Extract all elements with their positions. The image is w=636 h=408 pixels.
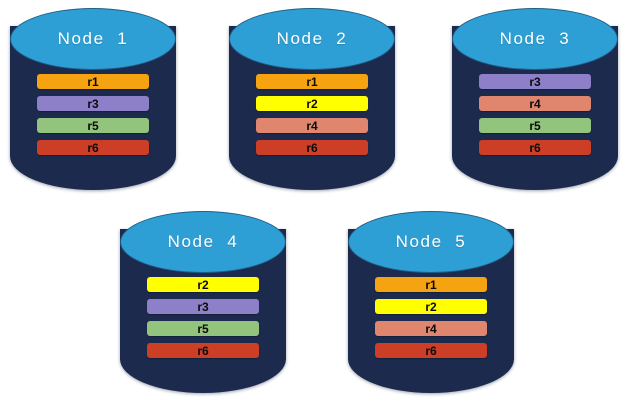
replica-bar[interactable]: r6 — [37, 140, 149, 155]
replica-bar[interactable]: r2 — [256, 96, 368, 111]
replica-bar[interactable]: r4 — [256, 118, 368, 133]
replica-bar[interactable]: r4 — [479, 96, 591, 111]
replica-bar[interactable]: r3 — [37, 96, 149, 111]
database-node-4[interactable]: r2 r3 r5 r6 Node 4 — [120, 211, 286, 393]
replica-list: r1 r3 r5 r6 — [37, 74, 149, 155]
node-cylinder-top — [348, 211, 514, 273]
node-cylinder-top — [120, 211, 286, 273]
replica-bar[interactable]: r3 — [147, 299, 259, 314]
node-label: Node 2 — [276, 29, 348, 48]
replica-bar[interactable]: r1 — [37, 74, 149, 89]
node-cylinder-top — [452, 8, 618, 70]
database-node-2[interactable]: r1 r2 r4 r6 Node 2 — [229, 8, 395, 190]
replica-list: r1 r2 r4 r6 — [256, 74, 368, 155]
replica-bar[interactable]: r5 — [479, 118, 591, 133]
replica-bar[interactable]: r6 — [479, 140, 591, 155]
replica-bar[interactable]: r3 — [479, 74, 591, 89]
replica-list: r2 r3 r5 r6 — [147, 277, 259, 358]
replica-bar[interactable]: r1 — [256, 74, 368, 89]
replica-bar[interactable]: r5 — [147, 321, 259, 336]
database-node-3[interactable]: r3 r4 r5 r6 Node 3 — [452, 8, 618, 190]
replica-list: r3 r4 r5 r6 — [479, 74, 591, 155]
node-label: Node 4 — [167, 232, 239, 251]
node-label: Node 3 — [499, 29, 571, 48]
replica-bar[interactable]: r6 — [147, 343, 259, 358]
replica-list: r1 r2 r4 r6 — [375, 277, 487, 358]
node-cylinder-top — [229, 8, 395, 70]
database-node-1[interactable]: r1 r3 r5 r6 Node 1 — [10, 8, 176, 190]
node-cylinder-top — [10, 8, 176, 70]
replica-bar[interactable]: r5 — [37, 118, 149, 133]
replica-bar[interactable]: r2 — [147, 277, 259, 292]
node-label: Node 5 — [395, 232, 467, 251]
replica-bar[interactable]: r4 — [375, 321, 487, 336]
replica-bar[interactable]: r6 — [256, 140, 368, 155]
replica-bar[interactable]: r1 — [375, 277, 487, 292]
replica-bar[interactable]: r2 — [375, 299, 487, 314]
replica-bar[interactable]: r6 — [375, 343, 487, 358]
node-label: Node 1 — [57, 29, 129, 48]
database-node-5[interactable]: r1 r2 r4 r6 Node 5 — [348, 211, 514, 393]
